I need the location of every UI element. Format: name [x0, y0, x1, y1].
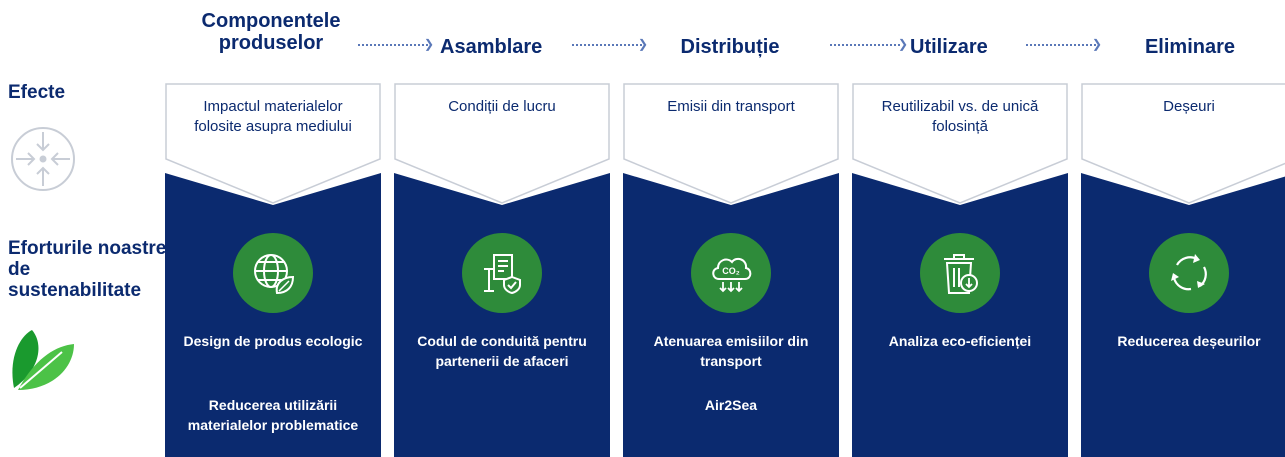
- flow-dots: [572, 44, 642, 48]
- code-of-conduct-icon: [462, 233, 542, 313]
- stage-title-usage: Utilizare: [910, 36, 988, 58]
- effect-text: Deșeuri: [1163, 98, 1215, 115]
- svg-text:CO₂: CO₂: [722, 266, 740, 276]
- effect-text: Impactul materialelor folosite asupra me…: [194, 98, 352, 135]
- effort-item: Atenuarea emisiilor din transport: [653, 333, 809, 369]
- effect-text: Reutilizabil vs. de unică folosință: [881, 98, 1039, 135]
- flow-arrow-icon: ❯: [898, 37, 909, 51]
- flow-dots: [830, 44, 900, 48]
- flow-arrow-icon: ❯: [424, 37, 435, 51]
- effect-text: Condiții de lucru: [448, 98, 556, 115]
- flow-dots: [1026, 44, 1096, 48]
- effort-item: Design de produs ecologic: [183, 333, 363, 349]
- effort-item: Reducerea deșeurilor: [1117, 333, 1261, 349]
- stage-title-distribution: Distribuție: [680, 36, 780, 58]
- recycle-icon: [1149, 233, 1229, 313]
- effect-text: Emisii din transport: [667, 98, 795, 115]
- flow-arrow-icon: ❯: [1092, 37, 1103, 51]
- stage-title-assembly: Asamblare: [440, 36, 543, 58]
- stage-column: Impactul materialelor folosite asupra me…: [165, 83, 381, 457]
- stage-column: Emisii din transport CO₂ Atenuarea emisi…: [623, 83, 839, 457]
- compress-arrows-icon: [10, 126, 76, 197]
- effects-label: Efecte: [8, 82, 66, 103]
- stage-title-components: Componentele produselor: [201, 10, 341, 54]
- effort-item: Reducerea utilizării materialelor proble…: [187, 397, 359, 433]
- leaves-icon: [10, 328, 76, 399]
- effort-item: Codul de conduită pentru partenerii de a…: [417, 333, 587, 369]
- effort-item: Air2Sea: [704, 397, 758, 413]
- stage-column: Deșeuri Reducerea deșeurilor: [1081, 83, 1285, 457]
- efforts-label: Eforturile noastre de sustenabilitate: [8, 238, 167, 301]
- flow-dots: [358, 44, 428, 48]
- stage-column: Reutilizabil vs. de unică folosință Anal…: [852, 83, 1068, 457]
- stage-column: Condiții de lucru Codul de conduită pent…: [394, 83, 610, 457]
- trash-bin-icon: [920, 233, 1000, 313]
- globe-leaf-icon: [233, 233, 313, 313]
- flow-arrow-icon: ❯: [638, 37, 649, 51]
- stage-title-disposal: Eliminare: [1144, 36, 1236, 58]
- effort-item: Analiza eco-eficienței: [888, 333, 1032, 349]
- co2-cloud-icon: CO₂: [691, 233, 771, 313]
